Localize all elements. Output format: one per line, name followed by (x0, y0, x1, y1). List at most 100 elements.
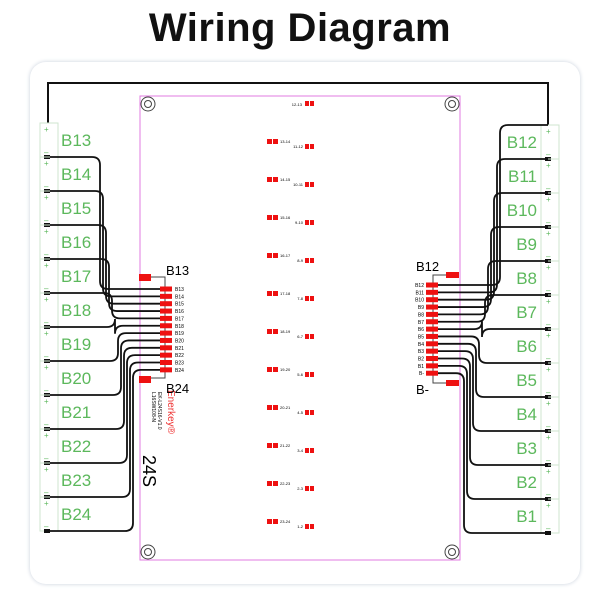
minus-sign: – (44, 148, 49, 157)
resistor (310, 220, 314, 225)
resistor (305, 372, 309, 377)
pin-pad (426, 341, 438, 347)
plus-sign: + (44, 329, 49, 338)
wire-b22 (50, 354, 161, 464)
resistor (273, 405, 278, 410)
battery-cell (39, 428, 59, 464)
left-connector-bottom-label: B24 (166, 381, 189, 396)
pin-label-b21: B21 (175, 346, 184, 352)
wire-b8 (438, 260, 548, 316)
minus-sign: – (546, 388, 551, 397)
pin-label-b5: B5 (418, 334, 424, 340)
minus-sign: – (546, 354, 551, 363)
resistor (273, 367, 278, 372)
balance-label: 1-2 (297, 524, 304, 529)
pin-label-b16: B16 (175, 309, 184, 315)
resistor (310, 258, 314, 263)
wire-b2 (438, 357, 548, 466)
wire-b4 (438, 342, 548, 398)
resistor (273, 253, 278, 258)
resistor (267, 139, 272, 144)
resistor (273, 443, 278, 448)
wire-b11 (438, 158, 548, 294)
plus-sign: + (44, 125, 49, 134)
cell-label-b13: B13 (61, 131, 91, 150)
pin-label-b24: B24 (175, 368, 184, 374)
pin-pad (426, 289, 438, 295)
balance-label: 6-7 (297, 334, 304, 339)
wire-b1 (438, 364, 548, 500)
pin-label-b12: B12 (415, 283, 424, 289)
pin-pad (426, 297, 438, 303)
mount-hole (444, 96, 460, 112)
resistor (267, 443, 272, 448)
resistor (305, 296, 309, 301)
minus-sign: – (44, 386, 49, 395)
balance-label: 15-16 (280, 215, 291, 220)
resistor (310, 372, 314, 377)
minus-sign: – (44, 182, 49, 191)
minus-sign: – (44, 216, 49, 225)
resistor (267, 177, 272, 182)
resistor (310, 182, 314, 187)
terminal (44, 529, 50, 533)
battery-cell (39, 326, 59, 362)
balance-label: 12-13 (292, 102, 303, 107)
minus-sign: – (44, 352, 49, 361)
balance-label: 5-6 (297, 372, 304, 377)
resistor (310, 448, 314, 453)
resistor (305, 334, 309, 339)
balance-label: 2-3 (297, 486, 304, 491)
cell-label-b17: B17 (61, 267, 91, 286)
plus-sign: + (44, 363, 49, 372)
plus-sign: + (546, 501, 551, 510)
pin-pad (426, 363, 438, 369)
battery-cell (39, 122, 59, 158)
cell-label-b21: B21 (61, 403, 91, 422)
resistor (310, 144, 314, 149)
minus-sign: – (44, 522, 49, 531)
model-label: EK-L24S16-V1.0 (156, 392, 162, 430)
minus-sign: – (546, 184, 551, 193)
wire-b6 (438, 321, 548, 338)
cell-label-b5: B5 (516, 371, 537, 390)
resistor (267, 519, 272, 524)
pin-label-b13: B13 (175, 287, 184, 293)
plus-sign: + (546, 161, 551, 170)
pin-pad (160, 308, 172, 314)
pin-pad (426, 282, 438, 288)
pin-pad (160, 315, 172, 321)
cell-label-b2: B2 (516, 473, 537, 492)
pin-pad (426, 311, 438, 317)
resistor (310, 524, 314, 529)
wire-b20 (50, 339, 161, 396)
wire-b16 (50, 258, 161, 312)
wire-b12 (438, 124, 548, 286)
resistor (305, 258, 309, 263)
minus-sign: – (44, 420, 49, 429)
pin-label-b10: B10 (415, 298, 424, 304)
battery-cell (39, 394, 59, 430)
pin-pad (426, 348, 438, 354)
cell-label-b15: B15 (61, 199, 91, 218)
cell-label-b22: B22 (61, 437, 91, 456)
wire-b17 (50, 292, 161, 320)
balance-label: 19-20 (280, 367, 291, 372)
minus-sign: – (546, 320, 551, 329)
connector-pad (139, 376, 151, 383)
plus-sign: + (44, 261, 49, 270)
resistor (267, 367, 272, 372)
cell-label-b8: B8 (516, 269, 537, 288)
battery-cell (39, 292, 59, 328)
plus-sign: + (546, 331, 551, 340)
minus-sign: – (546, 524, 551, 533)
minus-sign: – (44, 488, 49, 497)
balance-label: 17-18 (280, 291, 291, 296)
pin-pad (160, 367, 172, 373)
resistor (267, 291, 272, 296)
wire-b21 (50, 346, 161, 430)
pin-label-b14: B14 (175, 294, 184, 300)
cell-label-b19: B19 (61, 335, 91, 354)
pin-label-b1: B1 (418, 364, 424, 370)
battery-cell (39, 496, 59, 532)
